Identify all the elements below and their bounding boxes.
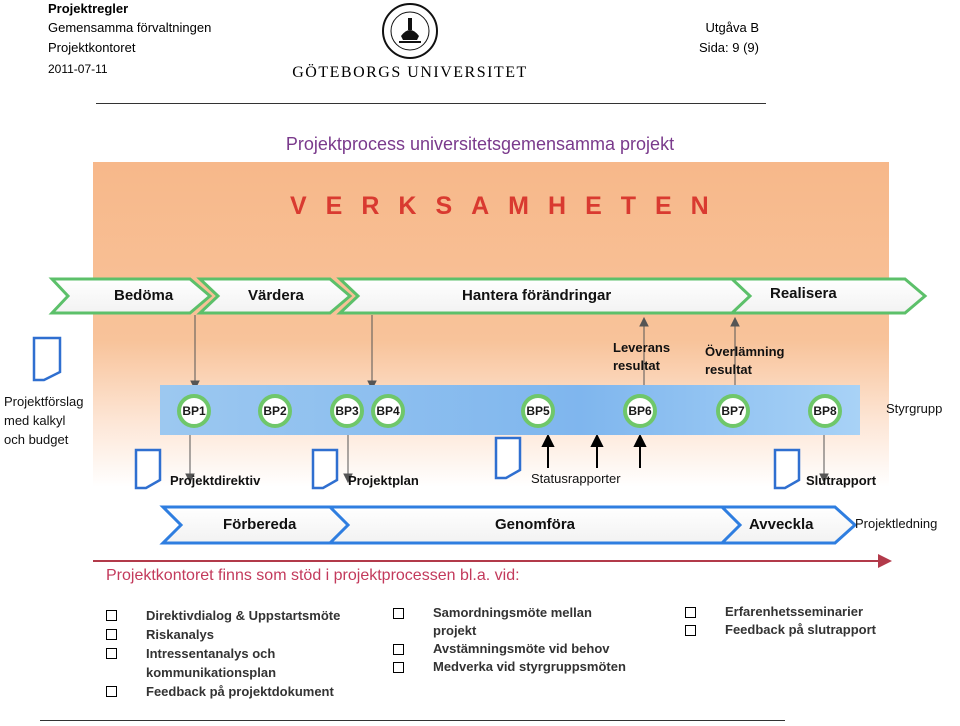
- office-name: Projektkontoret: [48, 40, 136, 55]
- statusrapporter-document-icon: [494, 436, 522, 480]
- projektdirektiv-label: Projektdirektiv: [170, 473, 261, 488]
- phase-chevron-avveckla: [718, 505, 858, 545]
- styrgrupp-label: Styrgrupp: [886, 401, 943, 416]
- proposal-text: Projektförslag med kalkyl och budget: [4, 392, 83, 449]
- projektplan-label: Projektplan: [348, 473, 419, 488]
- divider-arrowhead-icon: [878, 554, 892, 568]
- phase-label-forbereda: Förbereda: [223, 516, 297, 533]
- phase-chevron-bedoma: [48, 277, 213, 315]
- bp-circle: BP7: [716, 394, 750, 428]
- checkbox-icon: [393, 662, 404, 673]
- checkbox-icon: [393, 608, 404, 619]
- checkbox-icon: [685, 625, 696, 636]
- leverans-resultat-label: Leverans resultat: [613, 340, 671, 373]
- org-name: Gemensamma förvaltningen: [48, 20, 212, 35]
- bp-circle: BP4: [371, 394, 405, 428]
- page-number: Sida: 9 (9): [699, 40, 759, 55]
- checkbox-icon: [106, 629, 117, 640]
- support-column-1: Direktivdialog & Uppstartsmöte Riskanaly…: [106, 606, 376, 701]
- proposal-line: Projektförslag: [4, 394, 84, 409]
- phase-label-bedoma: Bedöma: [114, 287, 174, 304]
- checkbox-icon: [106, 648, 117, 659]
- checkbox-icon: [106, 686, 117, 697]
- phase-chevron-vardera: [196, 277, 353, 315]
- statusrapporter-label: Statusrapporter: [531, 471, 621, 486]
- list-item: Feedback på slutrapport: [685, 621, 955, 639]
- support-column-3: Erfarenhetsseminarier Feedback på slutra…: [685, 603, 955, 639]
- list-item: Feedback på projektdokument: [106, 682, 376, 701]
- page-title: Projektprocess universitetsgemensamma pr…: [285, 134, 675, 154]
- checkbox-icon: [106, 610, 117, 621]
- bp-circle: BP6: [623, 394, 657, 428]
- bp-circle: BP5: [521, 394, 555, 428]
- bp-circle: BP2: [258, 394, 292, 428]
- projektledning-label: Projektledning: [855, 516, 938, 531]
- university-seal-icon: [382, 3, 438, 59]
- phase-label-avveckla: Avveckla: [749, 516, 814, 533]
- verksamheten-label: VERKSAMHETEN: [290, 192, 728, 220]
- phase-label-realisera: Realisera: [770, 285, 837, 302]
- phase-label-genomfora: Genomföra: [495, 516, 576, 533]
- list-item: Riskanalys: [106, 625, 376, 644]
- university-name: GÖTEBORGS UNIVERSITET: [292, 64, 528, 81]
- list-item: Samordningsmöte mellan projekt: [393, 604, 613, 640]
- overlamning-resultat-label: Överlämning resultat: [705, 344, 785, 377]
- footer-divider: [40, 720, 785, 721]
- proposal-line: och budget: [4, 432, 69, 447]
- list-item: Intressentanalys och kommunikationsplan: [106, 644, 336, 682]
- list-item: Direktivdialog & Uppstartsmöte: [106, 606, 376, 625]
- list-item: Medverka vid styrgruppsmöten: [393, 658, 663, 676]
- checkbox-icon: [393, 644, 404, 655]
- support-heading: Projektkontoret finns som stöd i projekt…: [106, 567, 520, 584]
- slutrapport-document-icon: [773, 448, 801, 490]
- list-item: Avstämningsmöte vid behov: [393, 640, 663, 658]
- support-column-2: Samordningsmöte mellan projekt Avstämnin…: [393, 604, 663, 676]
- header-divider: [96, 103, 766, 104]
- doc-type: Projektregler: [48, 1, 129, 16]
- projektdirektiv-document-icon: [134, 448, 162, 490]
- proposal-line: med kalkyl: [4, 413, 66, 428]
- phase-chevron-realisera: [728, 277, 928, 315]
- proposal-document-icon: [32, 336, 62, 382]
- phase-label-hantera: Hantera förändringar: [462, 287, 612, 304]
- edition: Utgåva B: [705, 20, 759, 35]
- slutrapport-label: Slutrapport: [806, 473, 877, 488]
- bp-circle: BP3: [330, 394, 364, 428]
- bp-circle: BP1: [177, 394, 211, 428]
- checkbox-icon: [685, 607, 696, 618]
- phase-label-vardera: Värdera: [248, 287, 304, 304]
- bp-circle: BP8: [808, 394, 842, 428]
- doc-date: 2011-07-11: [48, 62, 108, 76]
- projektplan-document-icon: [311, 448, 339, 490]
- list-item: Erfarenhetsseminarier: [685, 603, 955, 621]
- section-divider: [93, 560, 890, 562]
